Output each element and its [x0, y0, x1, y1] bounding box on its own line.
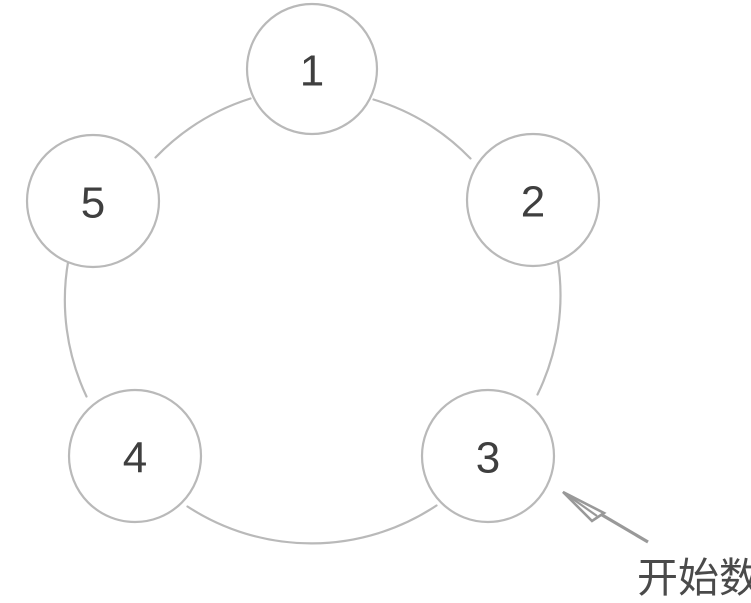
edge-5-to-1	[154, 97, 252, 159]
node-3-label: 3	[476, 434, 500, 483]
arrow-shaft	[596, 510, 649, 544]
ring-edges	[63, 97, 562, 545]
edge-1-to-2	[372, 98, 472, 160]
node-5-label: 5	[81, 179, 105, 228]
node-1-circle[interactable]	[245, 2, 379, 136]
node-3[interactable]: 3	[420, 388, 556, 524]
edge-4-to-5	[63, 258, 88, 398]
arrow-head-inner-line	[562, 491, 598, 517]
annotation-label: 开始数	[637, 554, 751, 602]
node-4-circle[interactable]	[67, 388, 203, 524]
node-1[interactable]: 1	[245, 2, 379, 136]
annotation-arrow	[562, 490, 649, 544]
node-4-label: 4	[123, 434, 147, 483]
edge-3-to-4	[186, 504, 438, 545]
node-1-label: 1	[300, 47, 324, 96]
node-2-label: 2	[521, 178, 545, 227]
node-2-circle[interactable]	[465, 132, 601, 268]
node-3-circle[interactable]	[420, 388, 556, 524]
node-5-circle[interactable]	[25, 133, 161, 269]
node-5[interactable]: 5	[25, 133, 161, 269]
node-4[interactable]: 4	[67, 388, 203, 524]
edge-2-to-3	[536, 257, 562, 396]
node-2[interactable]: 2	[465, 132, 601, 268]
